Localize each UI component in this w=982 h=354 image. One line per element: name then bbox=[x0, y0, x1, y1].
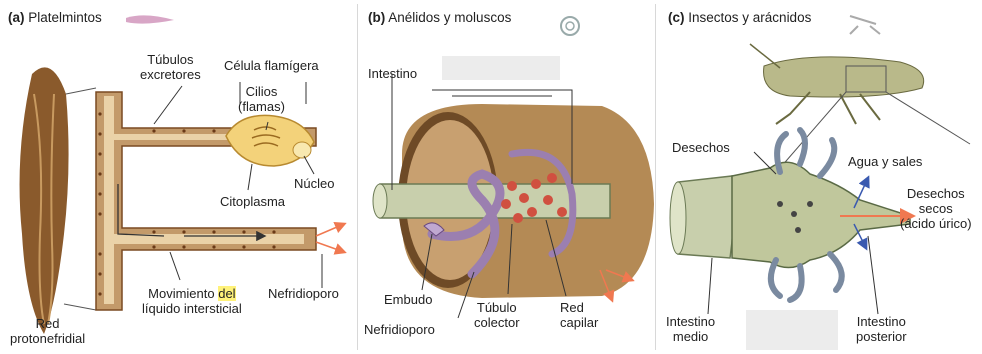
label-red-protonefridial: Red protonefridial bbox=[10, 316, 85, 346]
label-tubulos: Túbulos excretores bbox=[140, 52, 201, 82]
label-intestino-medio: Intestino medio bbox=[666, 314, 715, 344]
label-embudo: Embudo bbox=[384, 292, 432, 307]
panel-c-letter: (c) bbox=[668, 10, 685, 25]
flatworm-icon bbox=[126, 15, 174, 23]
panel-insectos: (c) Insectos y arácnidos Desechos Agua y… bbox=[660, 4, 980, 350]
panel-anelidos: (b) Anélidos y moluscos Intestino Embudo… bbox=[362, 4, 656, 350]
redacted-box-c bbox=[746, 310, 838, 350]
label-tubulo-colector: Túbulo colector bbox=[474, 300, 520, 330]
panel-c-title-text: Insectos y arácnidos bbox=[688, 10, 811, 25]
label-desechos: Desechos bbox=[672, 140, 730, 155]
snail-icon bbox=[561, 17, 579, 35]
movimiento-text: Movimiento bbox=[148, 286, 218, 301]
movimiento-highlight: del bbox=[218, 286, 235, 301]
panel-b-title: (b) Anélidos y moluscos bbox=[368, 10, 511, 25]
movimiento-text-2: líquido intersticial bbox=[142, 301, 242, 316]
label-intestino: Intestino bbox=[368, 66, 417, 81]
panel-c-title: (c) Insectos y arácnidos bbox=[668, 10, 811, 25]
label-agua-sales: Agua y sales bbox=[848, 154, 922, 169]
flatworm-body bbox=[20, 67, 69, 334]
label-nefridioporo-b: Nefridioporo bbox=[364, 322, 435, 337]
grasshopper-icon bbox=[850, 16, 880, 34]
label-celula: Célula flamígera bbox=[224, 58, 319, 73]
label-intestino-posterior: Intestino posterior bbox=[856, 314, 907, 344]
grasshopper-body bbox=[764, 57, 924, 97]
label-desechos-secos: Desechos secos (ácido úrico) bbox=[900, 186, 972, 231]
label-nucleo: Núcleo bbox=[294, 176, 334, 191]
panel-platelmintos: (a) Platelmintos Túbulos excretores Célu… bbox=[4, 4, 358, 350]
label-nefridioporo: Nefridioporo bbox=[268, 286, 339, 301]
label-citoplasma: Citoplasma bbox=[220, 194, 285, 209]
label-cilios: Cilios (flamas) bbox=[238, 84, 285, 114]
panel-b-title-text: Anélidos y moluscos bbox=[388, 10, 511, 25]
panel-a-title: (a) Platelmintos bbox=[8, 10, 102, 25]
panel-b-letter: (b) bbox=[368, 10, 385, 25]
nucleus bbox=[293, 142, 311, 158]
panel-a-letter: (a) bbox=[8, 10, 25, 25]
panel-a-title-text: Platelmintos bbox=[28, 10, 102, 25]
insectos-illustration bbox=[660, 4, 980, 350]
redacted-box bbox=[442, 56, 560, 80]
label-red-capilar: Red capilar bbox=[560, 300, 598, 330]
